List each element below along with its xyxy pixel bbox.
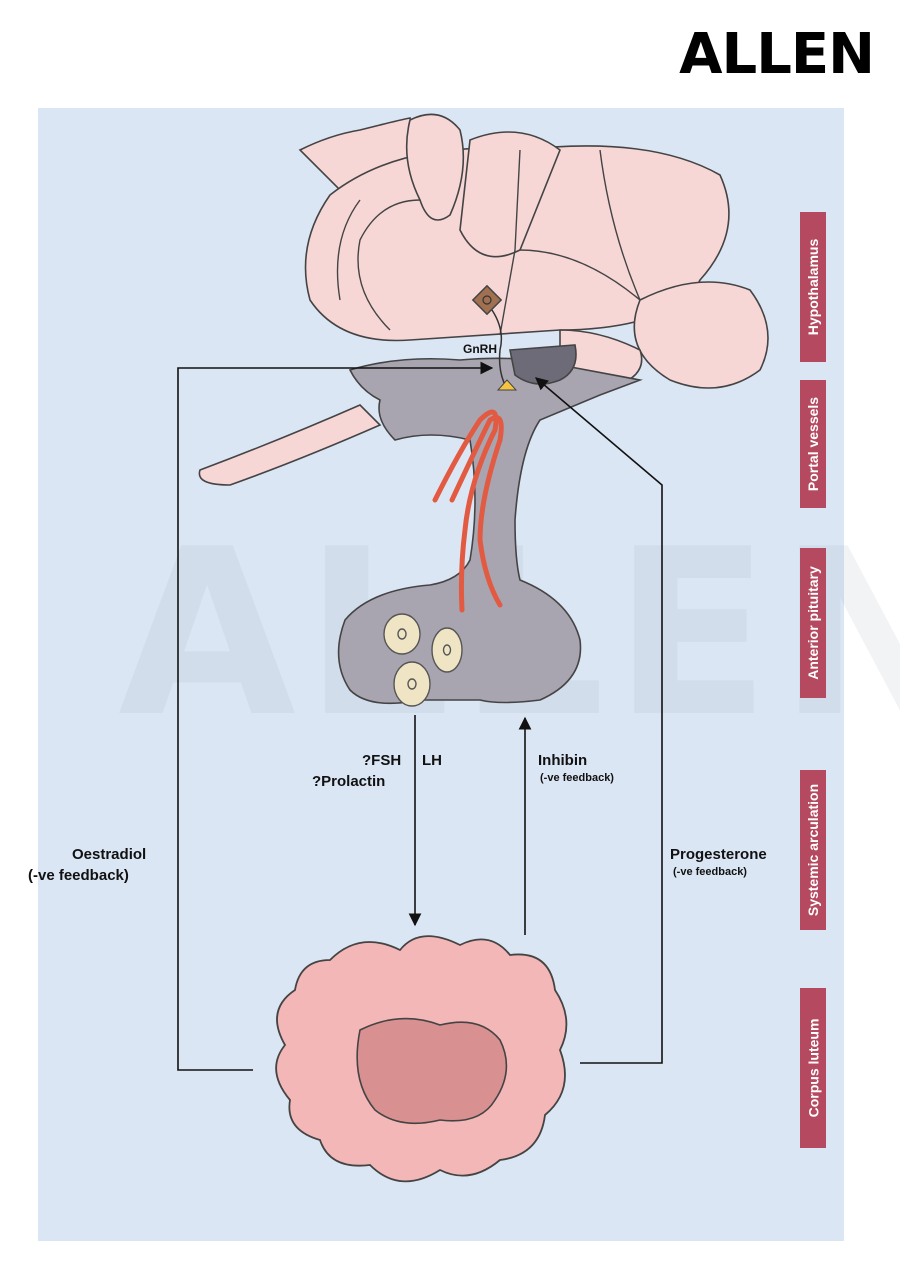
median-eminence <box>509 344 577 385</box>
lh-label: LH <box>422 752 442 769</box>
fold-2 <box>599 149 641 301</box>
side-tag-systemic-circulation: Systemic arculation <box>800 770 826 930</box>
inhibin-label: Inhibin <box>538 752 588 769</box>
gnrh-neuron <box>471 284 518 391</box>
pituitary <box>337 344 643 705</box>
oestradiol-feedback-line <box>177 361 494 1071</box>
oestradiol-label: Oestradiol <box>72 846 147 863</box>
prolactin-label: ?Prolactin <box>312 773 386 790</box>
pituitary-cell-1 <box>383 613 421 655</box>
luteum-center <box>356 1017 508 1125</box>
allen-logo: ALLEN <box>679 22 875 87</box>
brain-lobe-c <box>633 281 769 389</box>
brain-lobe-a <box>405 113 465 221</box>
portal-vessels <box>432 409 504 613</box>
inhibin-note: (-ve feedback) <box>540 772 614 784</box>
side-tag-corpus-luteum: Corpus luteum <box>800 988 826 1148</box>
optic-stalk <box>198 404 382 486</box>
pituitary-cell-3-nucleus <box>407 678 417 690</box>
portal-vessel-2 <box>449 415 504 608</box>
gnrh-label: GnRH <box>463 342 497 356</box>
side-tag-hypothalamus: Hypothalamus <box>800 212 826 362</box>
progesterone-note: (-ve feedback) <box>673 866 747 878</box>
pituitary-cell-2 <box>431 627 463 673</box>
pituitary-cell-3 <box>393 661 431 707</box>
feedback-lines <box>177 361 663 1071</box>
progesterone-label: Progesterone <box>670 846 767 863</box>
brain-folds <box>336 149 641 336</box>
neuron-nucleus <box>482 295 492 305</box>
pituitary-cells <box>383 613 463 707</box>
axon-terminal <box>496 379 518 391</box>
neuron-soma <box>471 284 503 316</box>
corpus-luteum <box>275 935 568 1183</box>
fold-1 <box>499 149 521 336</box>
fsh-label: ?FSH <box>362 752 402 769</box>
fold-4 <box>336 199 361 301</box>
side-tag-anterior-pituitary: Anterior pituitary <box>800 548 826 698</box>
oestradiol-note: (-ve feedback) <box>28 867 129 884</box>
fold-5 <box>519 249 641 301</box>
portal-vessel-1 <box>432 409 499 613</box>
pituitary-cell-2-nucleus <box>442 644 452 656</box>
pituitary-body <box>337 357 643 705</box>
side-tag-portal-vessels: Portal vessels <box>800 380 826 508</box>
progesterone-feedback-line <box>535 377 663 1064</box>
pituitary-cell-1-nucleus <box>397 628 407 640</box>
brain-lobe-b <box>459 131 561 258</box>
fold-3 <box>357 199 421 331</box>
neuron-axon <box>491 309 506 386</box>
